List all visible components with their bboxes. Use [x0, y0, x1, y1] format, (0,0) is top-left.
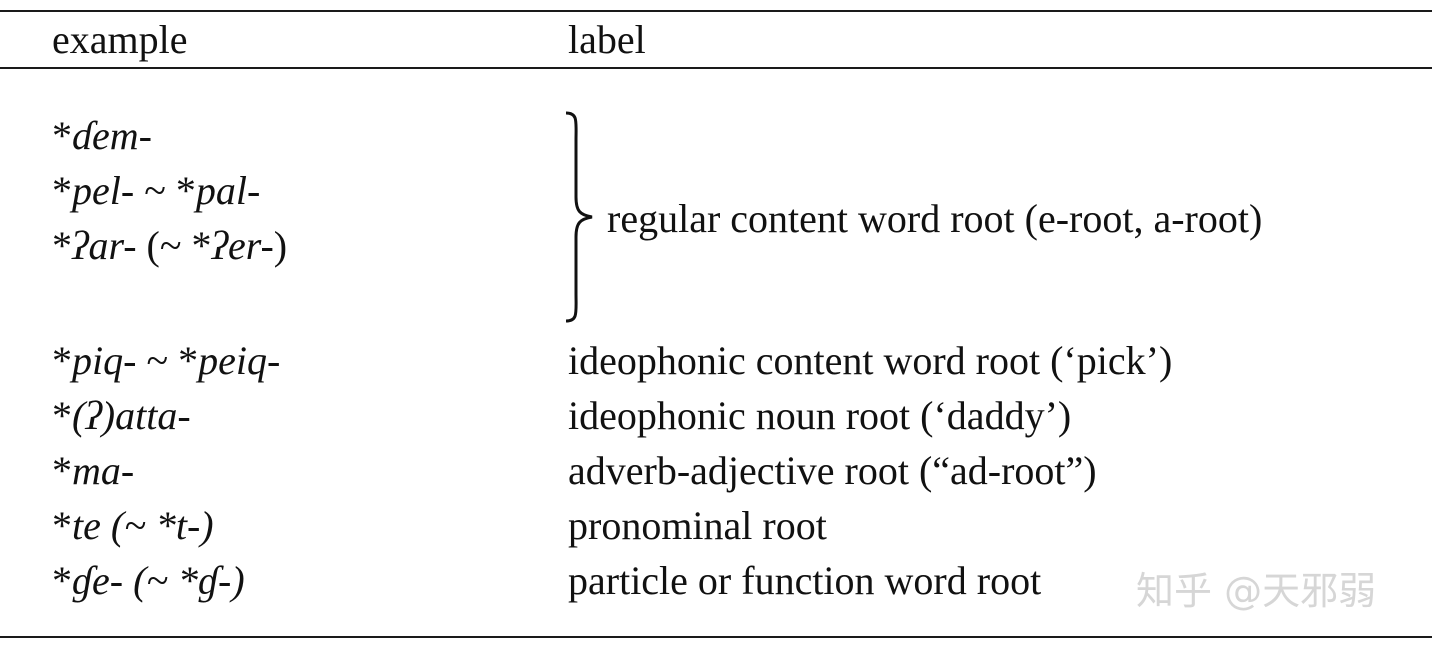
table-row-example: *ɠe- (~ *ɠ-)	[52, 558, 245, 603]
table-row-label: adverb-adjective root (“ad-root”)	[568, 448, 1097, 493]
table-row-example: *piq- ~ *peiq-	[52, 338, 281, 383]
table-row-example: *ma-	[52, 448, 135, 493]
zhihu-watermark: 知乎 @天邪弱	[1136, 569, 1377, 613]
table-row-example: *te (~ *t-)	[52, 503, 214, 548]
group-example-1: *ɗem-	[52, 113, 152, 158]
group-example-2: *pel- ~ *pal-	[52, 168, 261, 213]
table-top-rule	[0, 10, 1432, 12]
table-row-label: ideophonic content word root (‘pick’)	[568, 338, 1173, 383]
table-row-example: *(ʔ)atta-	[52, 393, 191, 438]
column-header-label: label	[568, 17, 646, 62]
table-row-label: pronominal root	[568, 503, 827, 548]
group-label: regular content word root (e-root, a-roo…	[607, 196, 1263, 241]
table-row-label: ideophonic noun root (‘daddy’)	[568, 393, 1072, 438]
column-header-example: example	[52, 17, 188, 62]
table-row-label: particle or function word root	[568, 558, 1042, 603]
right-brace	[565, 111, 593, 323]
table-bottom-rule	[0, 636, 1432, 638]
group-example-3: *ʔar- (~ *ʔer-)	[52, 223, 288, 268]
header-rule	[0, 67, 1432, 69]
